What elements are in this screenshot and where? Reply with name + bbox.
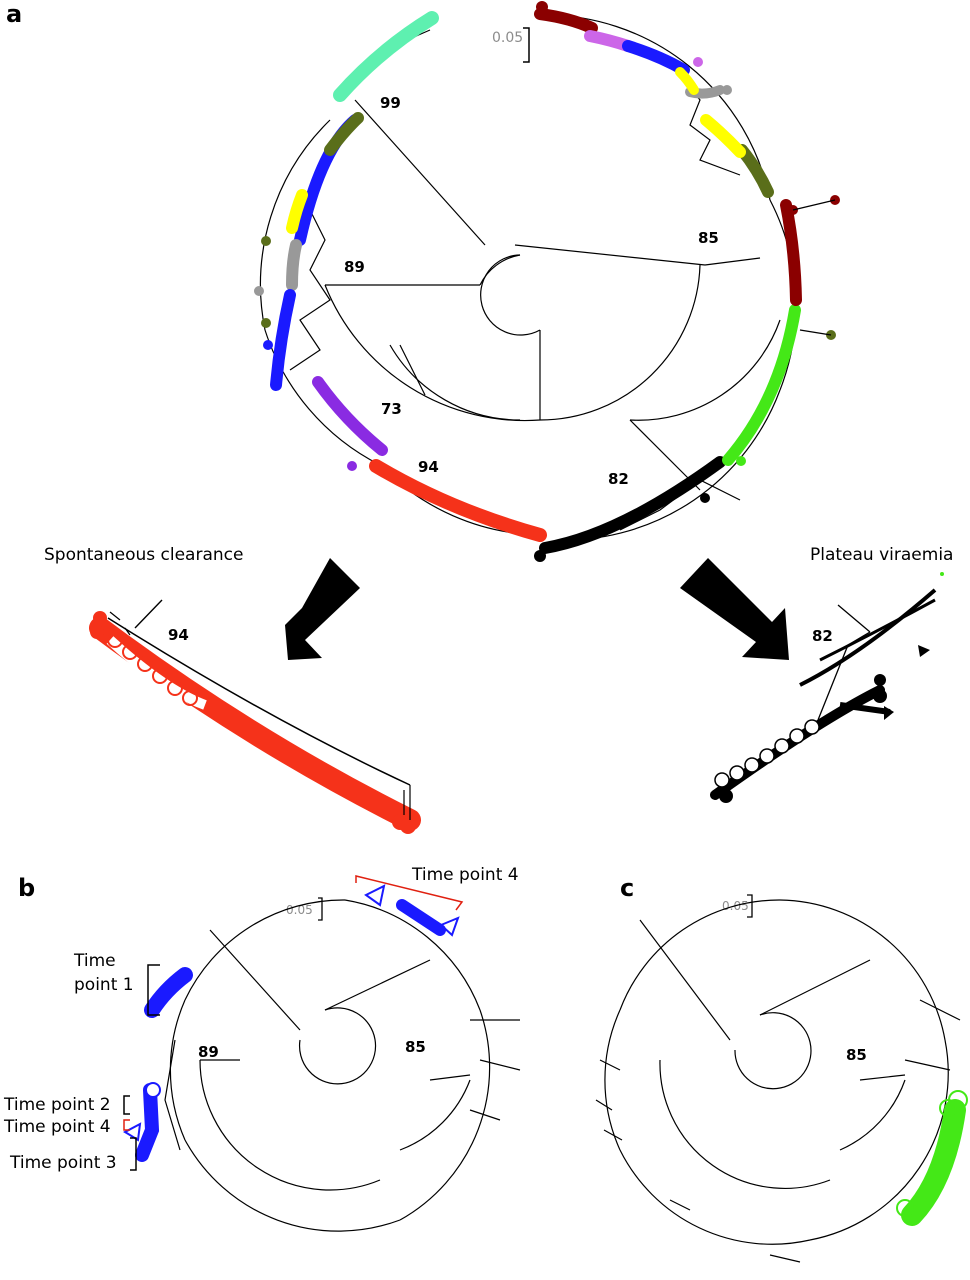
cluster-olive-right — [736, 144, 774, 198]
arrow-down-right — [680, 558, 789, 660]
panel-a-tree-branches — [324, 99, 781, 491]
panel-c: c 0.05 85 — [595, 874, 968, 1263]
cluster-black — [539, 456, 726, 554]
panel-b-tree-branches — [164, 899, 521, 1232]
tp4-bracket-top — [355, 875, 464, 911]
tp1-bracket — [147, 964, 160, 1016]
cluster-gray-left — [286, 239, 302, 291]
panel-b-scale-bar — [318, 897, 323, 921]
tp1-label-line2: point 1 — [74, 975, 134, 995]
cluster-yellow-left — [286, 189, 308, 234]
bootstrap-94: 94 — [418, 458, 439, 476]
bootstrap-99: 99 — [380, 94, 401, 112]
plateau-viraemia-label: Plateau viraemia — [810, 545, 953, 565]
spontaneous-clearance-label: Spontaneous clearance — [44, 545, 243, 565]
panel-c-bootstrap-85: 85 — [846, 1046, 867, 1064]
panel-a-scale-label: 0.05 — [492, 30, 523, 46]
bootstrap-85: 85 — [698, 229, 719, 247]
panel-b-bootstrap-85: 85 — [405, 1038, 426, 1056]
cluster-green — [722, 304, 801, 466]
tp4-label-left: Time point 4 — [3, 1117, 111, 1137]
cluster-blue-top — [622, 40, 690, 76]
tp3-bracket — [130, 1137, 137, 1171]
panel-a-scale-bar — [523, 27, 530, 63]
panel-b: b 0.05 89 85 Time point 1 — [3, 865, 521, 1232]
panel-b-letter: b — [18, 874, 35, 902]
zoom-right-bootstrap: 82 — [812, 627, 833, 645]
panel-c-tree-branches — [595, 899, 961, 1263]
panel-b-timepoint2-3-cluster — [135, 1083, 160, 1162]
tp1-label-line1: Time — [73, 951, 116, 971]
zoom-left-clade: 94 — [89, 599, 421, 834]
zoom-section: Spontaneous clearance Plateau viraemia 9… — [44, 545, 953, 834]
cluster-dark-red-right — [780, 199, 802, 306]
panel-b-timepoint4-cluster — [396, 899, 446, 936]
arrow-down-left — [285, 558, 360, 660]
tp4-label-top: Time point 4 — [411, 865, 519, 885]
panel-b-open-triangle — [364, 884, 386, 907]
cluster-olive-upper-left — [324, 112, 364, 156]
tp4-bracket-left — [123, 1119, 130, 1131]
bootstrap-82: 82 — [608, 470, 629, 488]
panel-a: a 0.05 — [6, 0, 840, 562]
cluster-yellow-top — [675, 67, 699, 95]
panel-c-letter: c — [620, 874, 634, 902]
panel-b-bootstrap-89: 89 — [198, 1043, 219, 1061]
cluster-aquamarine — [333, 11, 439, 102]
cluster-red — [369, 459, 547, 542]
cluster-yellow-right — [700, 114, 746, 158]
panel-c-scale-bar — [747, 894, 753, 918]
panel-a-tip-clusters — [254, 1, 840, 562]
bootstrap-73: 73 — [381, 400, 402, 418]
zoom-left-bootstrap: 94 — [168, 626, 189, 644]
cluster-dark-red-top — [534, 8, 598, 34]
panel-b-scale-label: 0.05 — [286, 903, 313, 917]
panel-b-timepoint1-cluster — [144, 967, 193, 1018]
panel-a-letter: a — [6, 0, 22, 28]
tp2-bracket — [123, 1095, 130, 1115]
zoom-right-clade: 82 — [710, 572, 944, 803]
cluster-blue-left — [270, 289, 296, 391]
bootstrap-89: 89 — [344, 258, 365, 276]
panel-c-green-cluster — [901, 1099, 966, 1226]
tp3-label: Time point 3 — [9, 1153, 117, 1173]
cluster-purple — [312, 376, 388, 456]
tp2-label: Time point 2 — [3, 1095, 111, 1115]
